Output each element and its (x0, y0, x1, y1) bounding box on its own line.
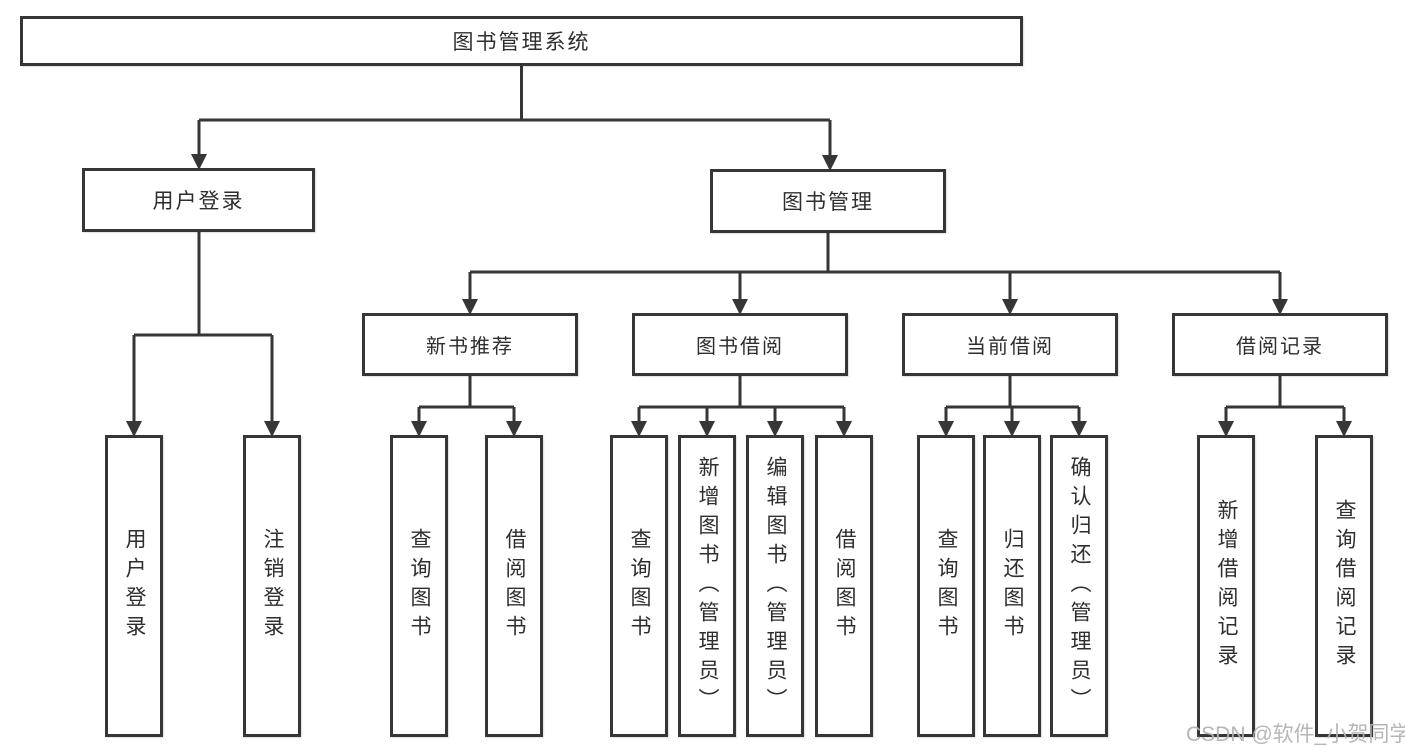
leaf-return-books-label: 归还图书 (1001, 528, 1024, 644)
node-book-management-label: 图书管理 (782, 191, 874, 214)
node-new-book-recommend-label: 新书推荐 (426, 336, 514, 358)
node-new-book-recommend: 新书推荐 (362, 313, 578, 376)
leaf-query-books-borrow-label: 查询图书 (628, 528, 651, 644)
node-current-borrow: 当前借阅 (902, 313, 1118, 376)
leaf-user-login-label: 用户登录 (123, 528, 146, 644)
leaf-add-book-admin: 新增图书（管理员） (678, 435, 736, 737)
leaf-query-books-recommend: 查询图书 (390, 435, 448, 737)
leaf-query-books-borrow: 查询图书 (610, 435, 668, 737)
leaf-logout-label: 注销登录 (261, 528, 284, 644)
leaf-add-borrow-record: 新增借阅记录 (1197, 435, 1255, 737)
leaf-add-borrow-record-label: 新增借阅记录 (1215, 499, 1238, 673)
leaf-return-books: 归还图书 (983, 435, 1041, 737)
arrowheads (126, 154, 1352, 437)
leaf-confirm-return-admin-label: 确认归还（管理员） (1068, 455, 1091, 717)
leaf-query-borrow-record: 查询借阅记录 (1315, 435, 1373, 737)
leaf-borrow-books: 借阅图书 (815, 435, 873, 737)
node-library-system-label: 图书管理系统 (452, 31, 591, 54)
leaf-query-borrow-record-label: 查询借阅记录 (1333, 499, 1356, 673)
node-book-borrow: 图书借阅 (632, 313, 848, 376)
node-borrow-records-label: 借阅记录 (1236, 336, 1324, 358)
node-user-login-label: 用户登录 (152, 190, 245, 213)
leaf-borrow-books-label: 借阅图书 (833, 528, 856, 644)
leaf-borrow-books-recommend: 借阅图书 (485, 435, 543, 737)
leaf-logout: 注销登录 (243, 435, 301, 737)
leaf-borrow-books-recommend-label: 借阅图书 (503, 528, 526, 644)
node-book-borrow-label: 图书借阅 (696, 336, 784, 358)
node-book-management: 图书管理 (710, 169, 946, 233)
leaf-query-books-current-label: 查询图书 (935, 528, 958, 644)
node-current-borrow-label: 当前借阅 (966, 336, 1054, 358)
node-borrow-records: 借阅记录 (1172, 313, 1388, 376)
node-user-login: 用户登录 (82, 168, 315, 232)
leaf-edit-book-admin: 编辑图书（管理员） (746, 435, 804, 737)
leaf-add-book-admin-label: 新增图书（管理员） (696, 455, 719, 717)
csdn-watermark: CSDN @软件_小贺同学 (1186, 723, 1405, 746)
leaf-edit-book-admin-label: 编辑图书（管理员） (764, 455, 787, 717)
node-library-system: 图书管理系统 (20, 16, 1023, 66)
leaf-query-books-recommend-label: 查询图书 (408, 528, 431, 644)
leaf-query-books-current: 查询图书 (917, 435, 975, 737)
leaf-confirm-return-admin: 确认归还（管理员） (1050, 435, 1108, 737)
leaf-user-login: 用户登录 (105, 435, 163, 737)
